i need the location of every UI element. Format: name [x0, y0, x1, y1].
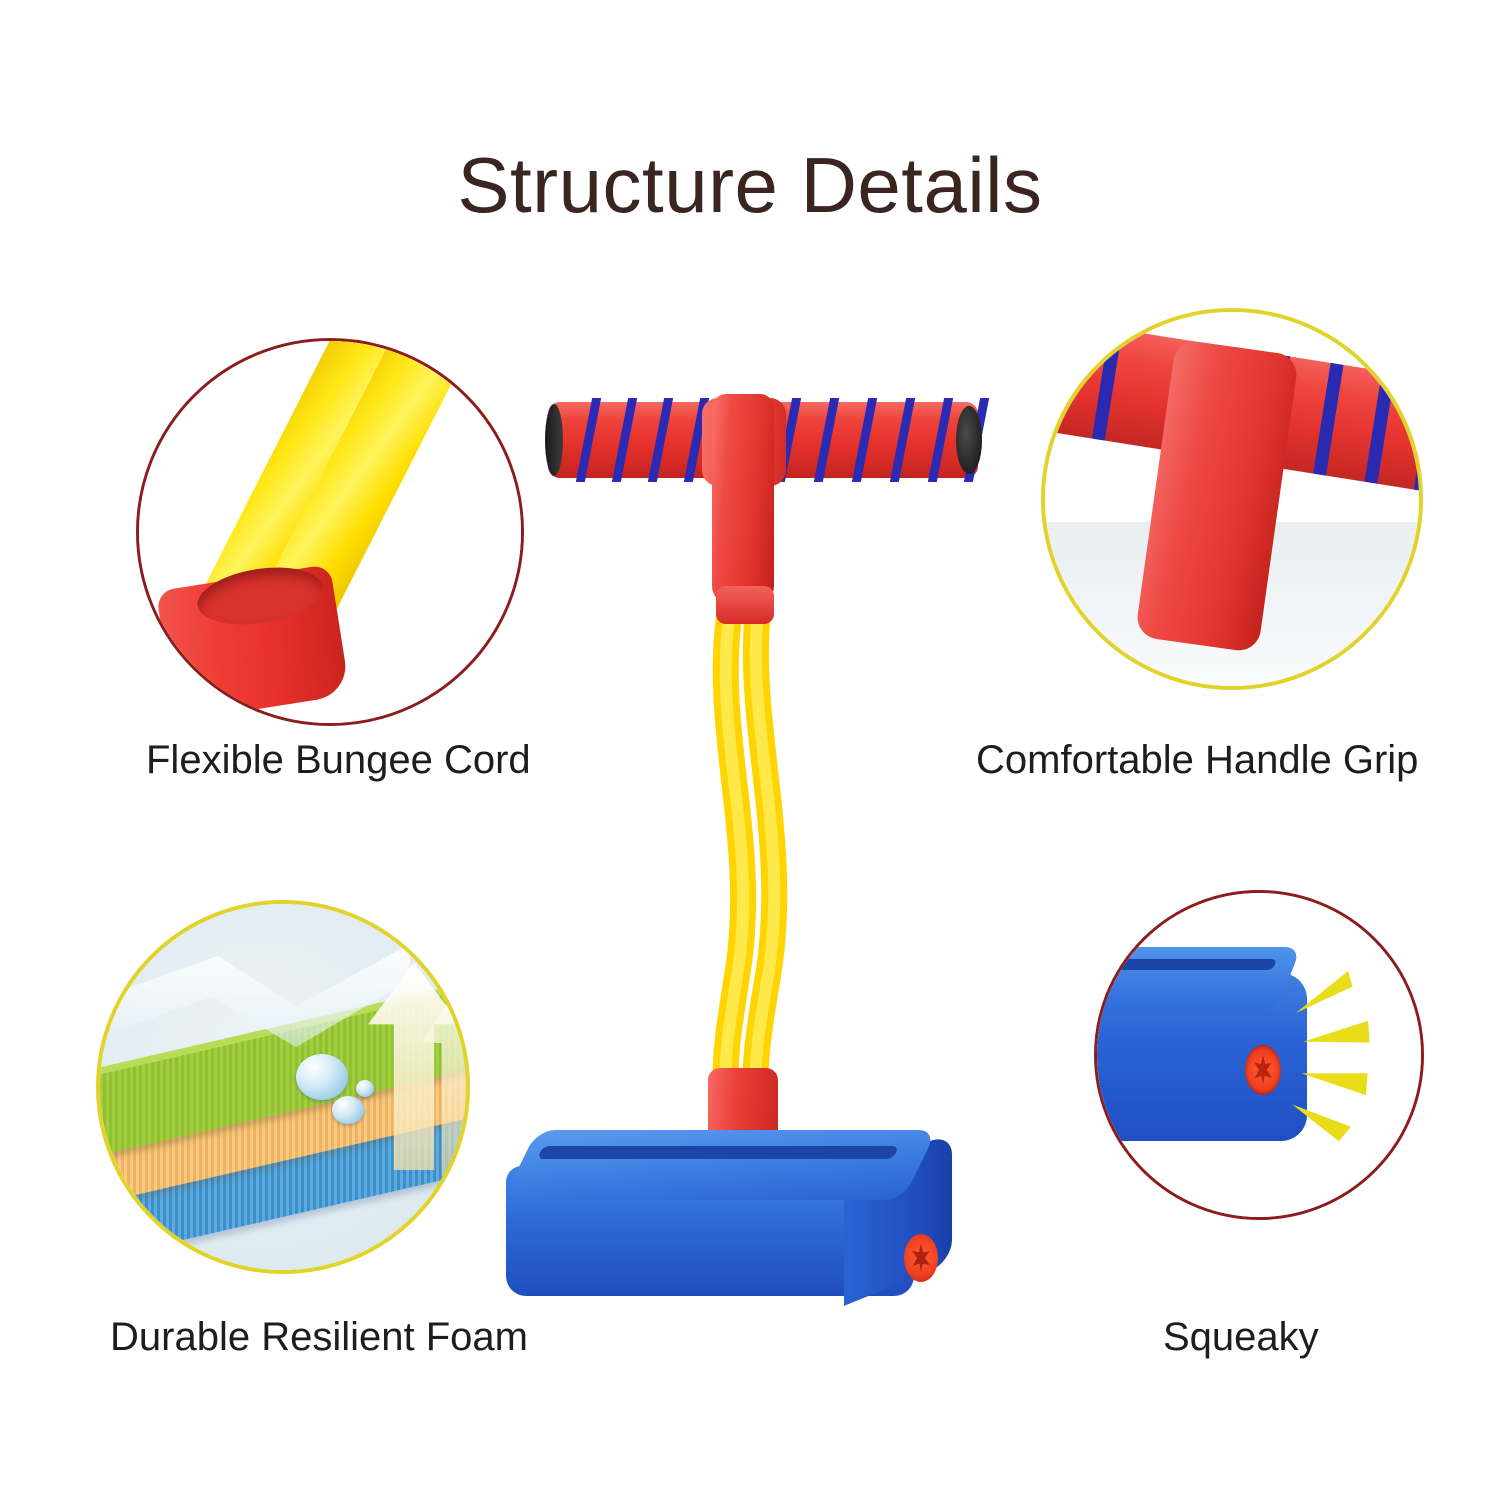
squeaky-base-groove	[1097, 959, 1278, 970]
sound-rays-icon	[1302, 1021, 1369, 1048]
callout-label-bungee-cord: Flexible Bungee Cord	[146, 738, 531, 782]
squeaker-illustration	[1097, 893, 1421, 1217]
center-post	[712, 394, 774, 604]
handle-grip-illustration	[1045, 312, 1419, 686]
foam-base-groove	[536, 1146, 900, 1159]
sound-rays-icon	[1300, 1067, 1368, 1096]
product-illustration	[490, 370, 1010, 1330]
handle-bar-end-cap-right	[956, 406, 982, 474]
handle-bar-stripe	[575, 398, 602, 482]
bungee-cords-svg	[712, 597, 788, 1109]
grip-blue-band	[1091, 327, 1123, 441]
handle-bar-stripe	[647, 398, 674, 482]
droplet-icon	[356, 1080, 374, 1097]
foam-base	[502, 1130, 974, 1306]
handle-bar-end-cap-left	[545, 404, 563, 476]
bungee-cord-illustration	[139, 341, 521, 723]
callout-label-resilient-foam: Durable Resilient Foam	[110, 1315, 528, 1359]
page-title: Structure Details	[457, 141, 1043, 229]
bungee-cord-detail-circle	[136, 338, 524, 726]
grip-blue-band	[1413, 378, 1419, 492]
grip-blue-band	[1045, 319, 1067, 432]
droplet-icon	[332, 1096, 364, 1124]
handle-bar-stripe	[927, 398, 954, 482]
handle-bar-stripe	[889, 398, 916, 482]
bungee-cord-left-highlight	[719, 604, 750, 1102]
grip-blue-band	[1364, 371, 1395, 484]
handle-grip-detail-circle	[1041, 308, 1423, 690]
droplet-icon	[296, 1054, 348, 1100]
handle-bar-stripe	[611, 398, 638, 482]
foam-base-top-face	[502, 1130, 938, 1200]
resilient-foam-detail-circle	[96, 900, 470, 1274]
handle-bar-stripe	[813, 398, 840, 482]
callout-label-squeaky: Squeaky	[1163, 1315, 1319, 1359]
callout-label-handle-grip: Comfortable Handle Grip	[976, 738, 1419, 782]
bungee-cord-right-highlight	[749, 604, 781, 1102]
cord-collar-top	[716, 586, 774, 624]
layered-foam-illustration	[100, 904, 466, 1270]
squeaky-detail-circle	[1094, 890, 1424, 1220]
squeaky-base-top-face	[1097, 947, 1302, 1009]
grip-blue-band	[1313, 362, 1344, 476]
handle-bar-stripe	[851, 398, 878, 482]
